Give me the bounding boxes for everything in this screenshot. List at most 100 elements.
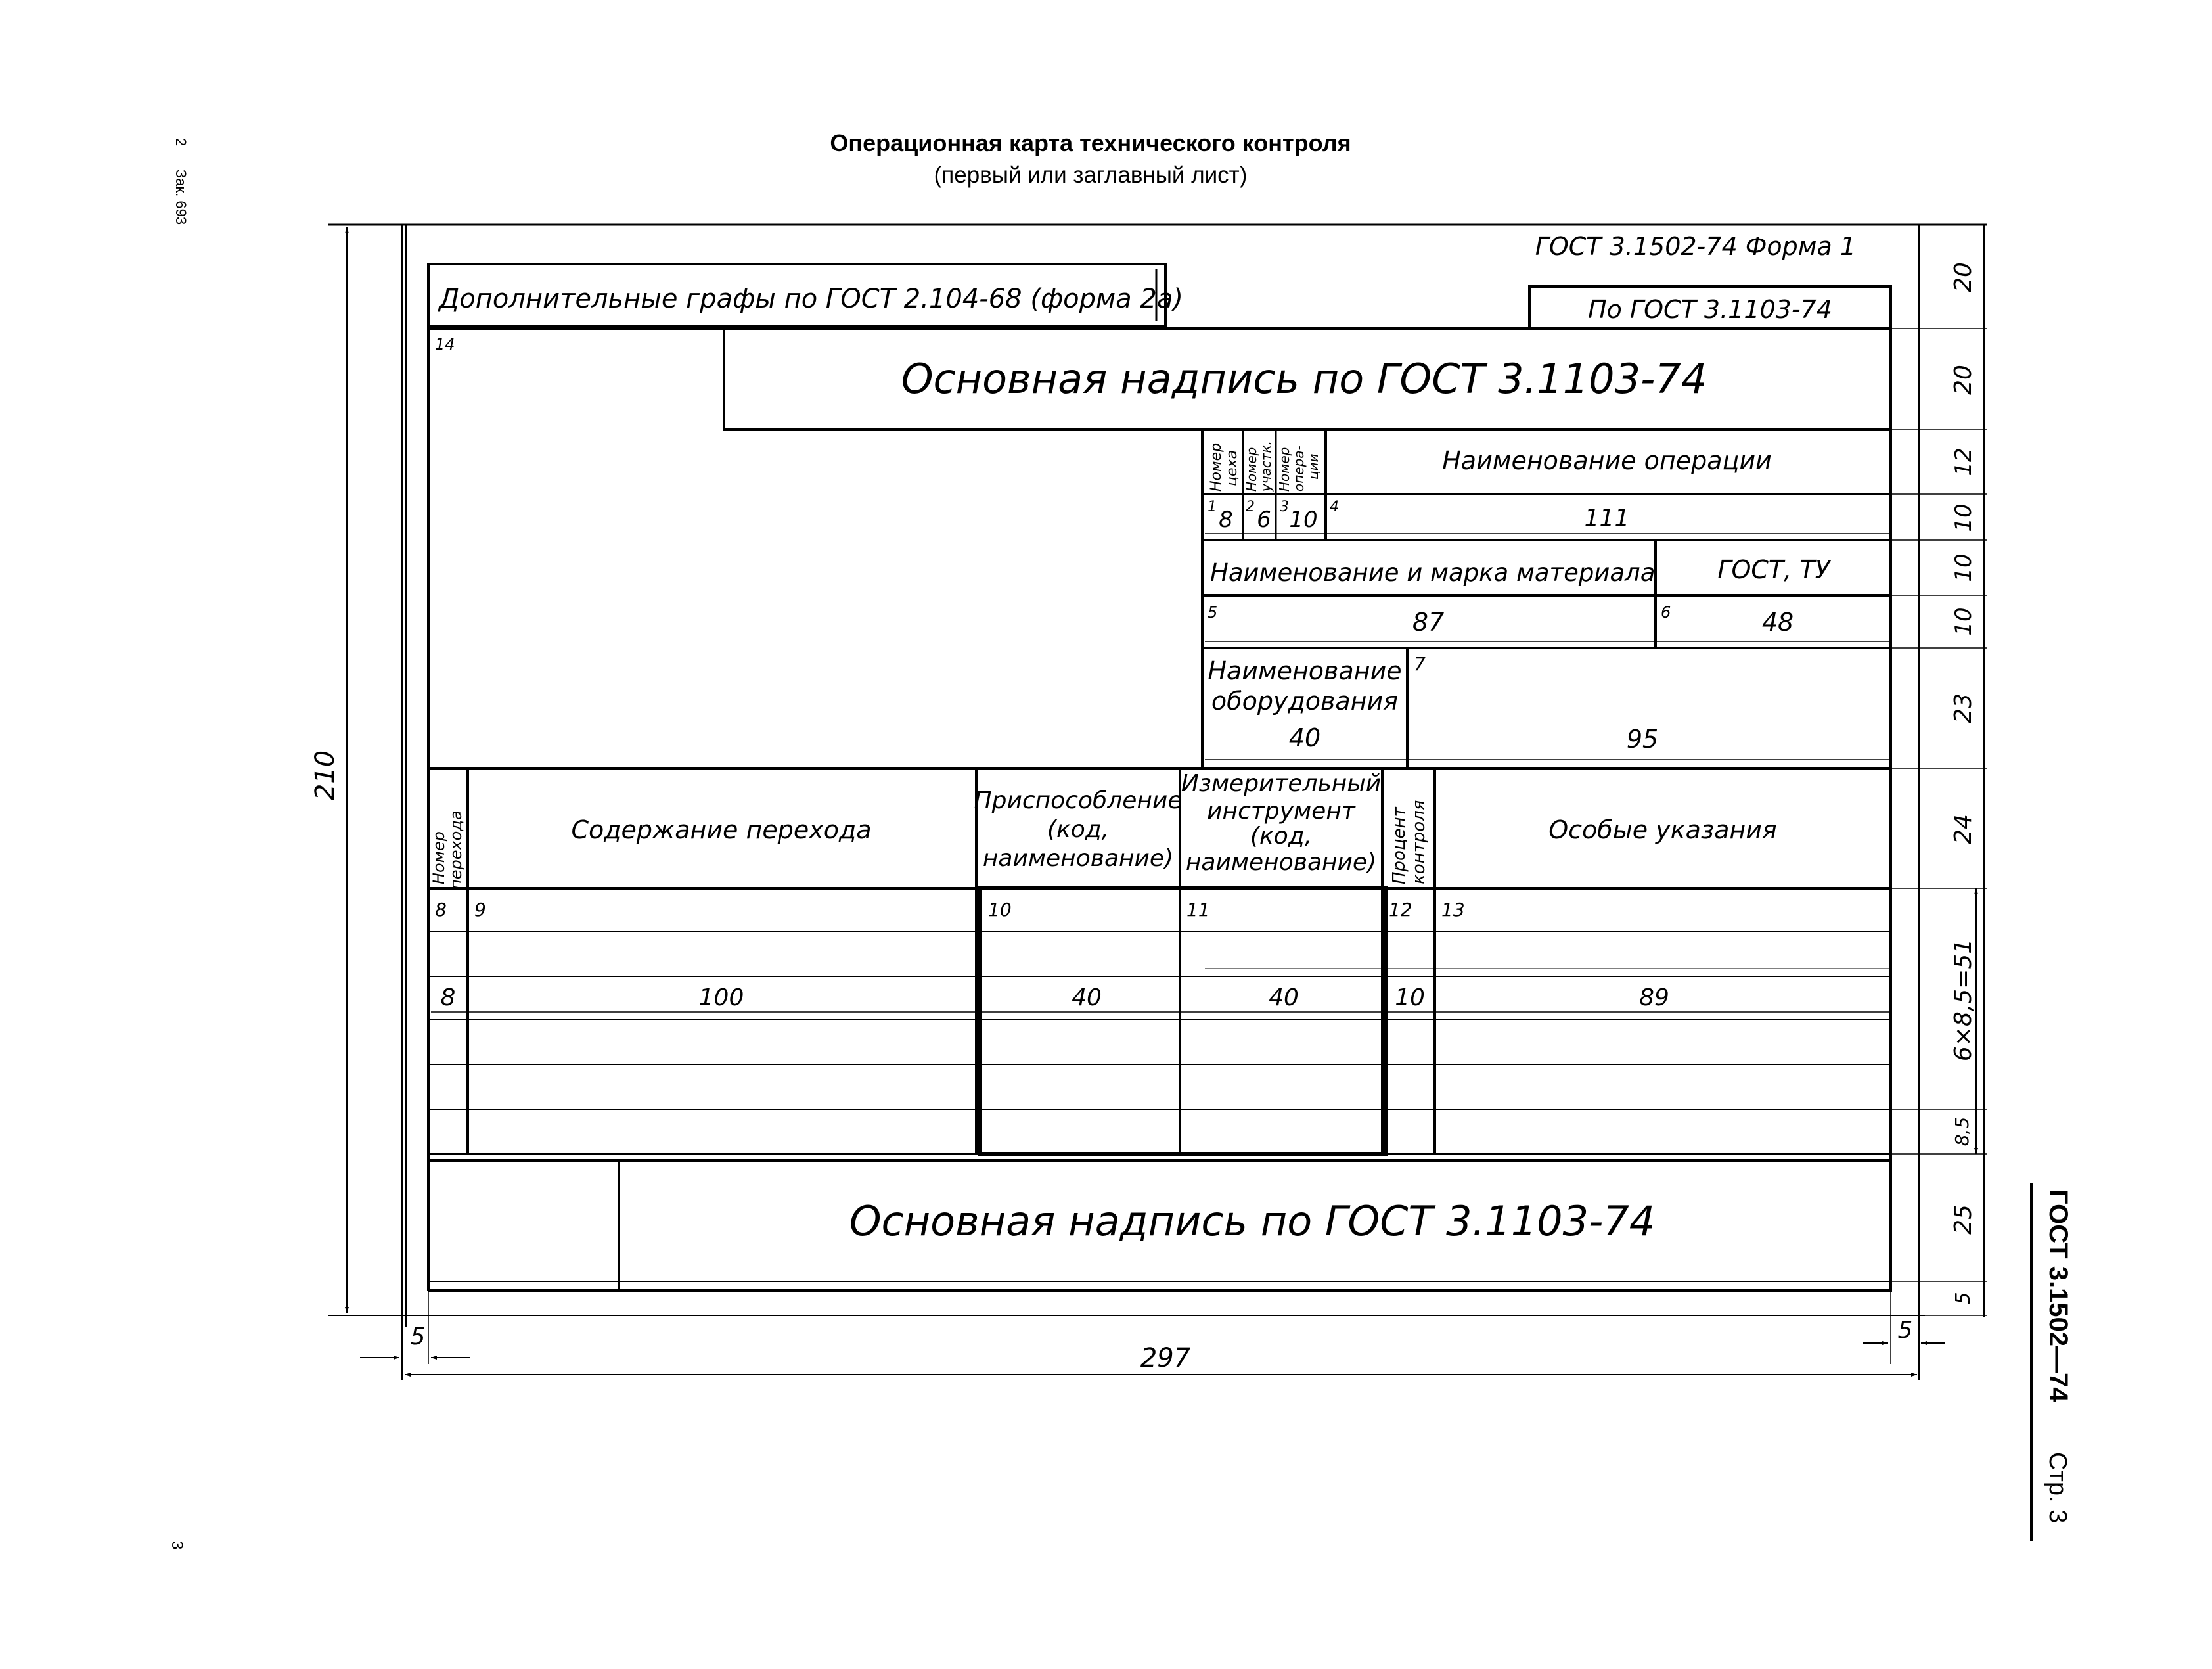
dim-row-1: 20 [1950, 262, 1977, 292]
operation-header-l2: опера- [1291, 446, 1307, 492]
field-number-3: 3 [1280, 499, 1289, 515]
sheet-frame [328, 223, 1987, 1380]
operation-name-header: Наименование операции [1442, 446, 1772, 475]
equipment-block [428, 648, 1891, 770]
main-inscription-bottom [428, 1159, 1891, 1291]
field-width-7: 95 [1627, 725, 1658, 754]
operation-block [1201, 430, 1891, 769]
material-block [1202, 540, 1891, 649]
field-number-12: 12 [1389, 899, 1412, 921]
margin-bottom-number: 3 [168, 1541, 186, 1549]
width-col-6: 89 [1639, 984, 1669, 1011]
right-dimension-labels: 20 20 12 10 10 10 23 24 6×8,5=51 8,5 25 … [1950, 262, 1977, 1304]
section-header-l1: Номер [1244, 447, 1259, 492]
field-number-14: 14 [435, 335, 455, 354]
right-dimension-chain [1892, 225, 1987, 1317]
field-number-7: 7 [1414, 653, 1426, 675]
col-instrument-l4: наименование) [1186, 849, 1376, 876]
dim-row-6: 10 [1951, 607, 1977, 635]
material-header: Наименование и марка материала [1210, 559, 1655, 587]
dim-row-8: 24 [1950, 814, 1977, 844]
shop-header-l1: Номер [1208, 443, 1225, 492]
equipment-header-l1: Наименование [1208, 656, 1401, 685]
dim-row-9: 6×8,5=51 [1950, 939, 1977, 1061]
table-header-labels: Номер перехода Содержание перехода Присп… [430, 770, 1777, 890]
table-field-numbers: 8 9 10 11 12 13 [435, 899, 1465, 921]
main-table-grid [428, 769, 1891, 1156]
dim-row-3: 12 [1951, 447, 1977, 476]
main-inscription-bottom-label: Основная надпись по ГОСТ 3.1103-74 [849, 1197, 1656, 1245]
dim-row-5: 10 [1951, 553, 1977, 582]
col-step-number-l1: Номер [430, 831, 448, 884]
right-margin-standard: ГОСТ 3.1502—74 Стр. 3 [2044, 1189, 2073, 1523]
field-number-1: 1 [1208, 499, 1217, 515]
operation-narrow-headers: Номер цеха Номер участк. Номер опера- ци… [1208, 441, 1321, 492]
additional-columns-label: Дополнительные графы по ГОСТ 2.104-68 (ф… [438, 284, 1183, 314]
width-col-2: 100 [699, 984, 744, 1011]
field-width-4: 111 [1585, 505, 1630, 532]
width-dimension [360, 1292, 1945, 1377]
operation-field-row: 1 8 2 6 3 10 4 111 [1208, 499, 1629, 533]
table-column-widths: 8 100 40 40 10 89 [431, 984, 1889, 1013]
col-percent-l2: контроля [1409, 800, 1429, 884]
operation-header-l3: ции [1305, 453, 1321, 480]
col-instrument-l1: Измерительный [1181, 770, 1381, 797]
gost-ref-label: По ГОСТ 3.1103-74 [1588, 295, 1832, 324]
dim-row-7: 23 [1950, 693, 1977, 723]
additional-columns-box [427, 263, 1167, 327]
operation-header-l1: Номер [1276, 447, 1292, 492]
width-col-1: 8 [441, 984, 456, 1011]
main-inscription-top [723, 327, 1892, 431]
section-header-l2: участк. [1258, 441, 1274, 492]
field-number-8: 8 [435, 899, 447, 921]
width-col-3: 40 [1072, 984, 1102, 1011]
page-title: Операционная карта технического контроля [830, 129, 1351, 156]
dim-row-2: 20 [1950, 365, 1977, 395]
col-fixture-l2: (код, [1047, 816, 1109, 843]
equipment-header-l2: оборудования [1211, 687, 1398, 716]
gost-tu-header: ГОСТ, ТУ [1717, 555, 1832, 584]
equipment-width: 40 [1289, 723, 1320, 752]
field-width-3: 10 [1289, 507, 1317, 533]
form-reference: ГОСТ 3.1502-74 Форма 1 [1535, 232, 1856, 261]
margin-page-number: 2 [173, 138, 189, 146]
field-number-11: 11 [1186, 899, 1210, 921]
dim-left-margin: 5 [411, 1323, 426, 1350]
margin-standard-number: ГОСТ 3.1502—74 [2044, 1189, 2073, 1402]
margin-page-ref: Стр. 3 [2044, 1452, 2071, 1523]
field-number-6: 6 [1661, 603, 1671, 622]
field-number-10: 10 [988, 899, 1012, 921]
col-fixture-l1: Приспособление [974, 787, 1183, 814]
field-number-13: 13 [1441, 899, 1465, 921]
col-step-number-l2: перехода [447, 810, 465, 890]
col-special-notes: Особые указания [1548, 815, 1777, 844]
width-col-4: 40 [1269, 984, 1299, 1011]
field-width-6: 48 [1762, 608, 1794, 637]
col-instrument-l2: инструмент [1207, 798, 1356, 825]
dim-row-12: 5 [1952, 1292, 1975, 1304]
field-width-1: 8 [1219, 507, 1233, 533]
field-number-5: 5 [1208, 603, 1217, 622]
width-col-5: 10 [1395, 984, 1425, 1011]
col-fixture-l3: наименование) [983, 845, 1173, 872]
left-margin-notes: 2 Зак. 693 [173, 138, 189, 225]
field-number-9: 9 [474, 899, 486, 921]
dim-row-10: 8,5 [1951, 1117, 1973, 1147]
dim-height-label: 210 [310, 750, 340, 800]
shop-header-l2: цеха [1224, 450, 1240, 486]
dim-row-11: 25 [1950, 1204, 1977, 1235]
field-number-4: 4 [1330, 499, 1339, 515]
col-percent-l1: Процент [1389, 806, 1409, 884]
field-width-2: 6 [1257, 507, 1271, 533]
dim-width-label: 297 [1140, 1343, 1191, 1373]
field-width-5: 87 [1412, 608, 1444, 637]
main-inscription-top-label: Основная надпись по ГОСТ 3.1103-74 [901, 355, 1707, 403]
col-step-content: Содержание перехода [571, 815, 871, 844]
dim-right-margin: 5 [1898, 1317, 1913, 1344]
col-instrument-l3: (код, [1250, 823, 1312, 850]
field-number-2: 2 [1246, 499, 1255, 515]
page-subtitle: (первый или заглавный лист) [934, 162, 1248, 188]
margin-order-number: Зак. 693 [173, 170, 189, 225]
dim-row-4: 10 [1951, 503, 1977, 532]
